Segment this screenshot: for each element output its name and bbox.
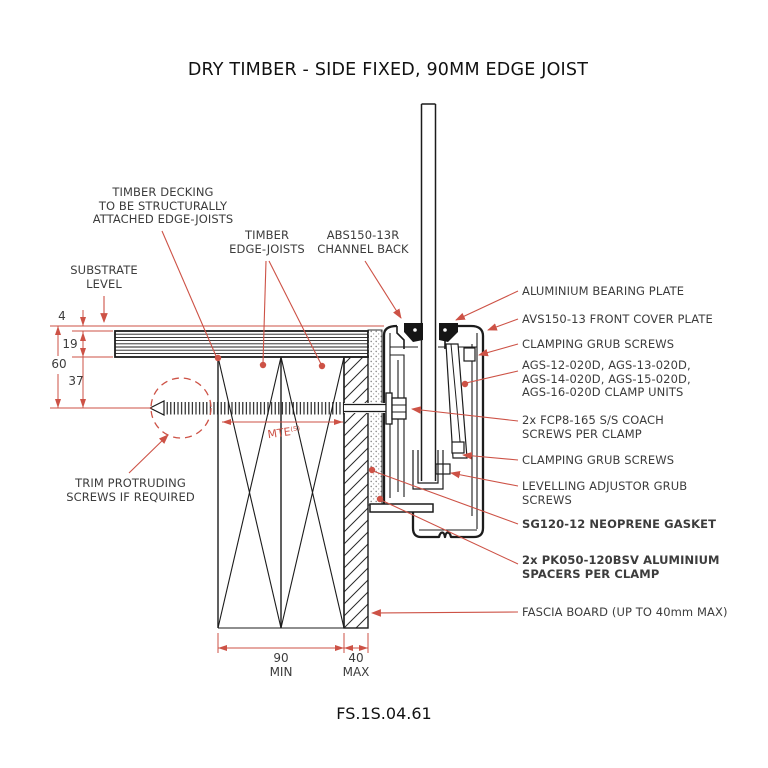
leader-dots (214, 354, 469, 503)
label-front-cover: AVS150-13 FRONT COVER PLATE (522, 312, 713, 326)
label-levelling-adjustor: LEVELLING ADJUSTOR GRUB SCREWS (522, 479, 688, 507)
dim-joist-width: 90 (273, 651, 289, 665)
label-timber-edge-joists: TIMBER EDGE-JOISTS (229, 228, 305, 256)
dim-decking-thickness: 19 (62, 337, 78, 351)
dim-overall: 60 (46, 358, 72, 371)
drawing-number: FS.1S.04.61 (336, 704, 432, 723)
dimension-lines (50, 310, 384, 653)
dim-fascia-width-qualifier: MAX (342, 665, 370, 679)
glass-panel (420, 103, 437, 482)
label-aluminium-spacers: 2x PK050-120BSV ALUMINIUM SPACERS PER CL… (522, 553, 720, 581)
label-channel-back: ABS150-13R CHANNEL BACK (317, 228, 409, 256)
coach-screw (148, 392, 407, 425)
screw-hex-head (391, 397, 407, 420)
dim-joist-width-qualifier: MIN (269, 665, 293, 679)
leader-lines (100, 230, 519, 617)
dim-fascia-width: 40 (348, 651, 364, 665)
label-grub-screws-top: CLAMPING GRUB SCREWS (522, 337, 675, 351)
dim-below-decking: 37 (68, 374, 84, 388)
top-gaskets (404, 323, 458, 342)
timber-edge-joists (217, 356, 345, 629)
fascia-board (343, 356, 369, 629)
label-trim-screws: TRIM PROTRUDING SCREWS IF REQUIRED (66, 476, 195, 504)
neoprene-gasket-strip (367, 329, 383, 506)
grub-screw-top (463, 347, 476, 362)
drawing-title: DRY TIMBER - SIDE FIXED, 90MM EDGE JOIST (187, 60, 589, 80)
glass-shoe (412, 450, 444, 490)
dashed-highlight-circle (150, 377, 212, 439)
label-coach-screws: 2x FCP8-165 S/S COACH SCREWS PER CLAMP (522, 413, 664, 441)
label-timber-decking: TIMBER DECKING TO BE STRUCTURALLY ATTACH… (92, 185, 234, 226)
screw-washer (385, 392, 393, 425)
label-clamp-units: AGS-12-020D, AGS-13-020D, AGS-14-020D, A… (522, 358, 691, 399)
grub-screw-bottom (451, 441, 465, 454)
timber-decking (114, 330, 369, 358)
label-bearing-plate: ALUMINIUM BEARING PLATE (522, 284, 685, 298)
label-grub-screws-bottom: CLAMPING GRUB SCREWS (522, 453, 675, 467)
label-substrate-level: SUBSTRATE LEVEL (70, 263, 138, 291)
label-fascia-board: FASCIA BOARD (UP TO 40mm MAX) (522, 605, 728, 619)
dim-offset-top: 4 (58, 309, 66, 323)
channel-assembly (369, 103, 485, 539)
label-neoprene-gasket: SG120-12 NEOPRENE GASKET (522, 517, 717, 531)
